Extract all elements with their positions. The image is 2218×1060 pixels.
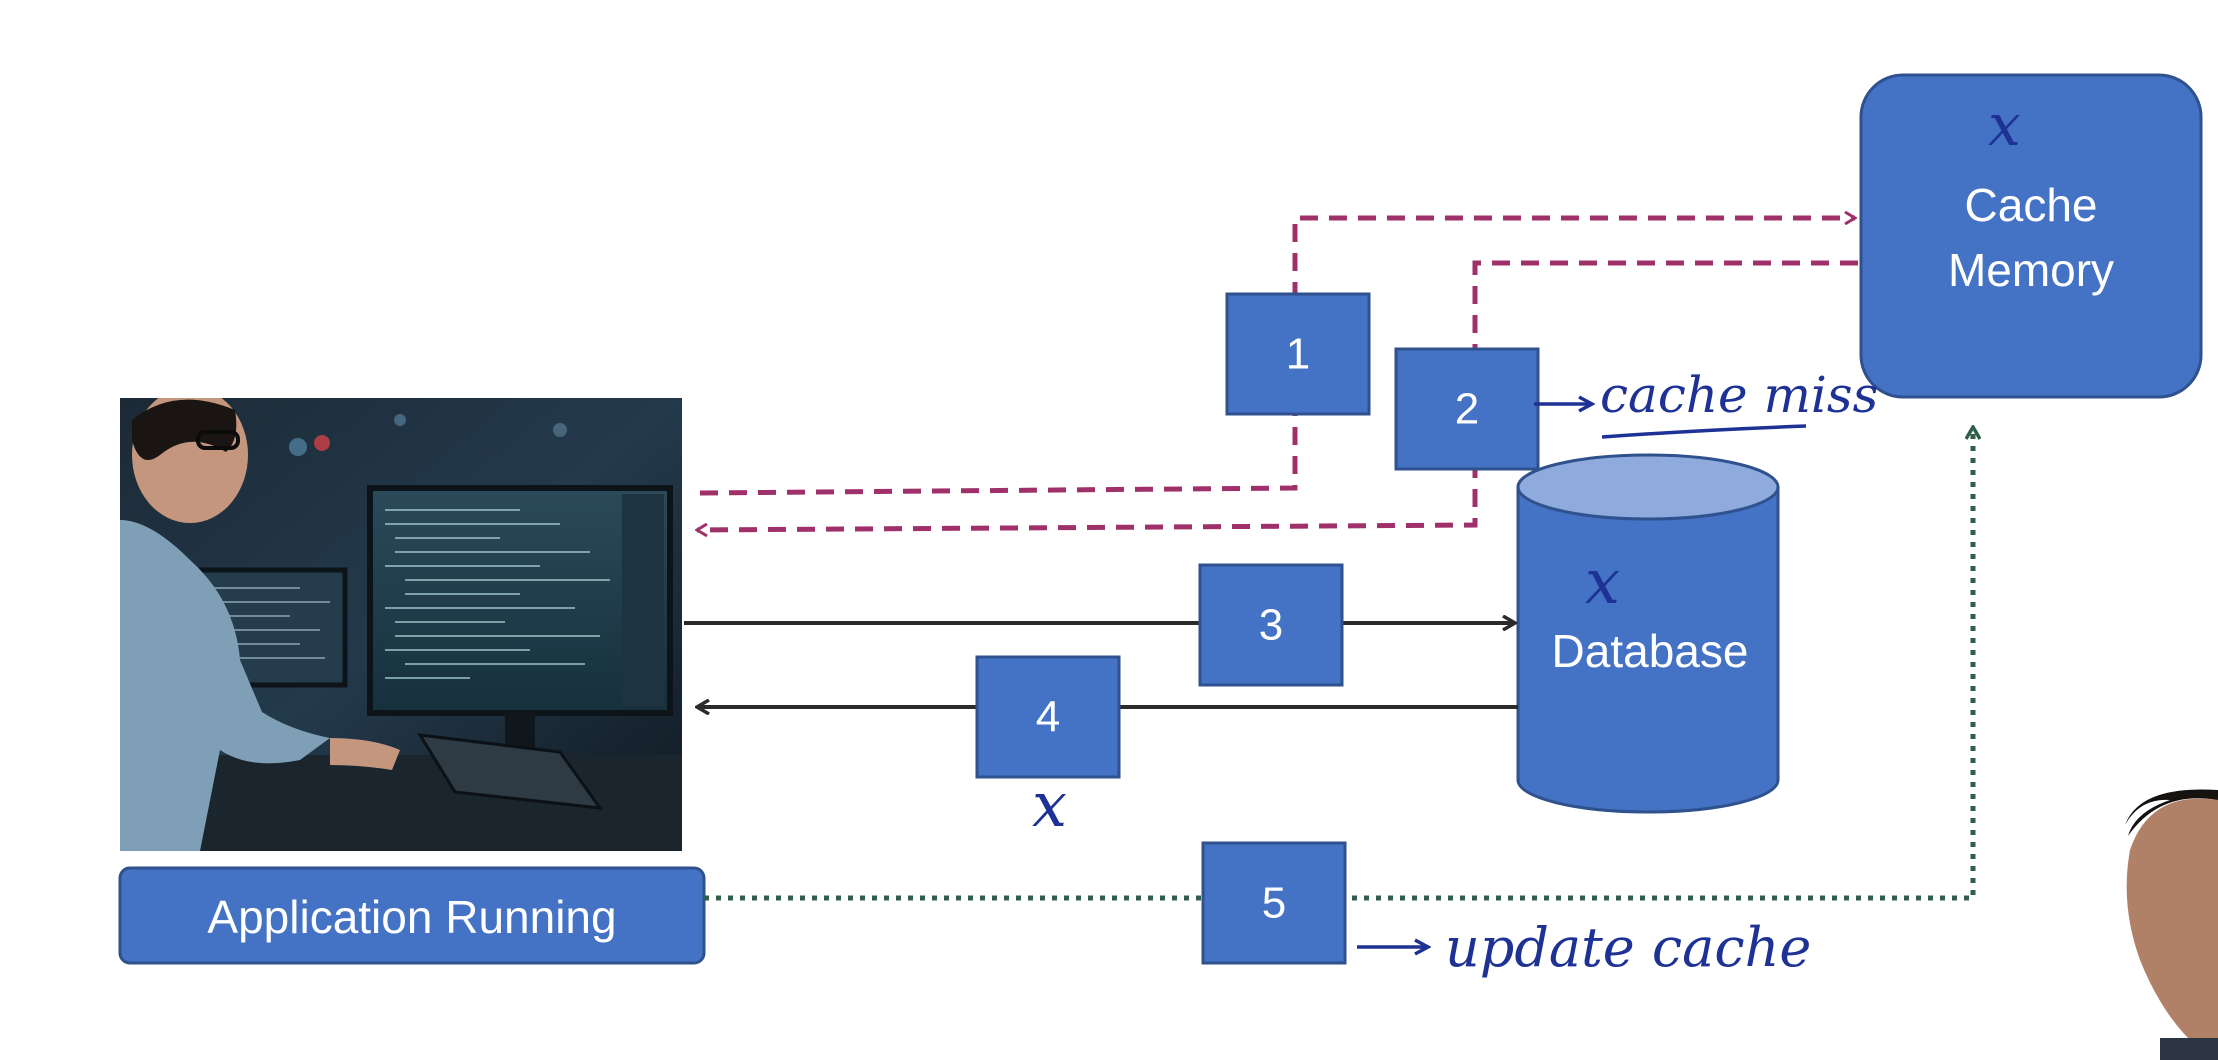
database-cylinder [1516, 453, 1780, 814]
path-update-cache [704, 427, 1973, 901]
step-4-label: 4 [1036, 693, 1060, 742]
presenter-webcam [2125, 789, 2218, 1060]
step-2-label: 2 [1455, 385, 1479, 434]
update-cache-annotation: update cache [1445, 916, 1811, 979]
application-running-label: Application Running [207, 891, 616, 943]
cache-memory-label-line1: Cache [1965, 179, 2098, 231]
step-1: 1 [1225, 292, 1371, 416]
step-4-annotation: x [1032, 768, 1067, 841]
cache-memory-box [1859, 73, 2203, 399]
step-5: 5 [1201, 841, 1347, 965]
path-cache-miss-return [697, 260, 1858, 530]
step-1-label: 1 [1286, 330, 1310, 379]
step-4: 4 [975, 655, 1121, 779]
step-2: 2 [1394, 347, 1540, 471]
developer-photo [120, 398, 682, 851]
database-annotation: x [1585, 545, 1620, 618]
step-3: 3 [1198, 563, 1344, 687]
cache-miss-underline [1601, 424, 1807, 439]
step-5-label: 5 [1262, 879, 1286, 928]
cache-miss-annotation: cache miss [1600, 366, 1878, 424]
database-label: Database [1552, 625, 1749, 677]
step-3-label: 3 [1259, 601, 1283, 650]
cache-memory-label-line2: Memory [1948, 244, 2114, 296]
cache-annotation: x [1988, 91, 2021, 159]
application-running-box [118, 866, 706, 965]
